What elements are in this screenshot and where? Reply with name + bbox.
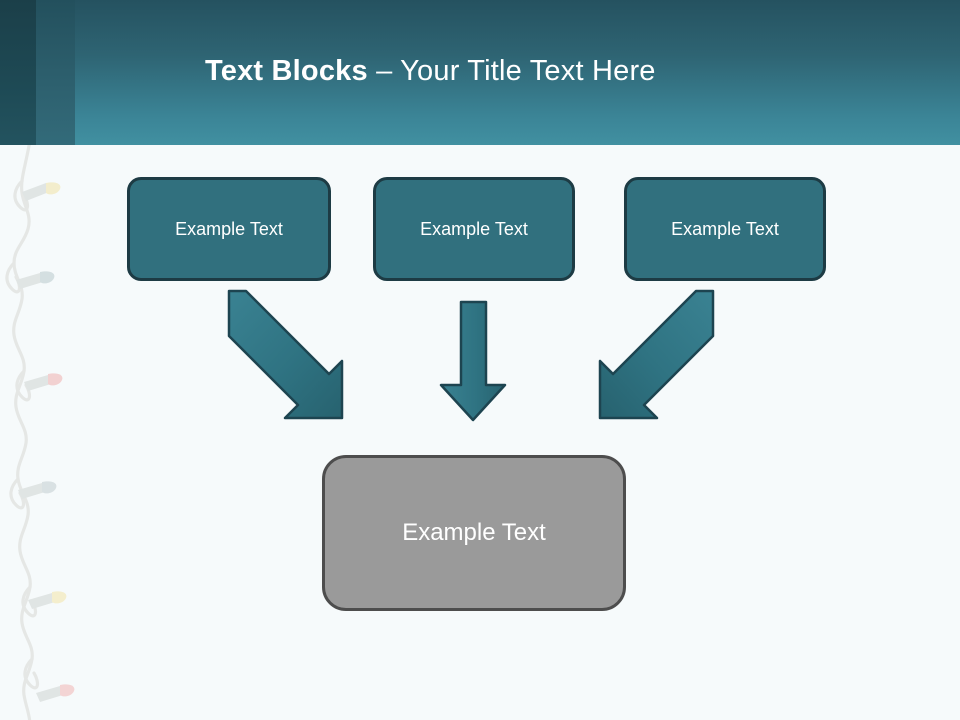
result-block[interactable]: Example Text bbox=[322, 455, 626, 611]
bulb-teal-1 bbox=[16, 271, 55, 289]
text-block-2-label: Example Text bbox=[420, 218, 528, 239]
page-title-rest: – Your Title Text Here bbox=[367, 55, 656, 87]
page-title-strong: Text Blocks bbox=[205, 55, 368, 87]
header-accent-band-mid bbox=[36, 0, 75, 145]
text-block-1-label: Example Text bbox=[175, 218, 283, 239]
slide-header bbox=[0, 0, 960, 145]
bulb-pink-2 bbox=[36, 684, 75, 702]
text-block-3[interactable]: Example Text bbox=[624, 177, 826, 281]
bulb-yellow-2 bbox=[28, 591, 67, 609]
arrow-right-diagonal bbox=[598, 289, 715, 420]
text-block-1[interactable]: Example Text bbox=[127, 177, 331, 281]
arrow-left-diagonal bbox=[227, 289, 344, 420]
bulb-yellow-1 bbox=[22, 182, 61, 201]
result-block-label: Example Text bbox=[402, 519, 546, 546]
text-block-2[interactable]: Example Text bbox=[373, 177, 575, 281]
bulb-pink-1 bbox=[24, 373, 63, 391]
arrow-middle-vertical bbox=[439, 300, 507, 422]
text-block-3-label: Example Text bbox=[671, 218, 779, 239]
bulb-teal-2 bbox=[18, 481, 57, 499]
header-accent-band-dark bbox=[0, 0, 36, 145]
page-title: Text Blocks – Your Title Text Here bbox=[205, 52, 656, 90]
string-lights-decoration bbox=[5, 145, 75, 720]
